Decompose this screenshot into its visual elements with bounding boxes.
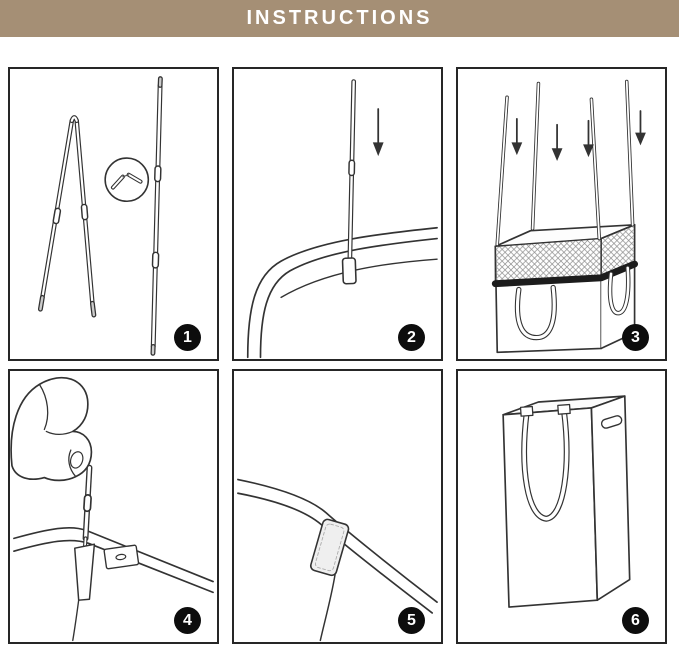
folded-pole	[37, 115, 97, 318]
step-number-badge: 2	[398, 324, 425, 351]
corner-sleeve	[72, 543, 96, 642]
step-panel-1: 1	[8, 67, 219, 361]
side-handle-slot	[600, 415, 623, 429]
page-title: INSTRUCTIONS	[246, 7, 433, 29]
down-arrow-icon	[583, 119, 594, 158]
steps-grid: 1	[8, 67, 671, 644]
step-number: 6	[631, 611, 640, 629]
step-number-badge: 5	[398, 607, 425, 634]
step-number-badge: 1	[174, 324, 201, 351]
corner-pocket	[309, 518, 350, 577]
illustration-corner-pocket	[237, 478, 438, 642]
step-number: 5	[407, 611, 416, 629]
trim-band	[491, 260, 639, 288]
down-arrow-icon	[372, 108, 384, 157]
bin-corner	[237, 478, 438, 614]
step-panel-4: 4	[8, 369, 219, 644]
illustration-insert-pole-into-corner	[246, 79, 438, 359]
step-number: 4	[183, 611, 192, 629]
step-panel-6: 6	[456, 369, 667, 644]
corner-seam	[319, 573, 336, 642]
down-arrow-icon	[511, 117, 523, 156]
step-panel-2: 2	[232, 67, 443, 361]
step-number-badge: 6	[622, 607, 649, 634]
hand	[10, 376, 93, 482]
hamper-body	[491, 223, 639, 354]
step-panel-3: 3	[456, 67, 667, 361]
illustration-fold-out-poles	[37, 76, 163, 356]
step-number: 3	[631, 328, 640, 346]
illustration-press-pole-into-pocket	[10, 376, 214, 642]
grommet-plate	[103, 544, 140, 570]
illustration-insert-all-poles	[491, 79, 646, 354]
tent-pole	[341, 79, 357, 285]
step-number: 2	[407, 328, 416, 346]
step-panel-5: 5	[232, 369, 443, 644]
thumb-nail	[69, 451, 84, 469]
down-arrow-icon	[551, 123, 563, 162]
rope-handle	[519, 403, 571, 522]
header-bar: INSTRUCTIONS	[0, 0, 679, 37]
step-number-badge: 4	[174, 607, 201, 634]
assembled-pole	[150, 76, 163, 356]
detail-magnifier-circle	[104, 157, 150, 203]
down-arrow-icon	[635, 110, 646, 146]
step-number: 1	[183, 328, 192, 346]
step-number-badge: 3	[622, 324, 649, 351]
illustration-assembled-hamper	[502, 395, 631, 608]
tent-poles	[495, 79, 635, 247]
